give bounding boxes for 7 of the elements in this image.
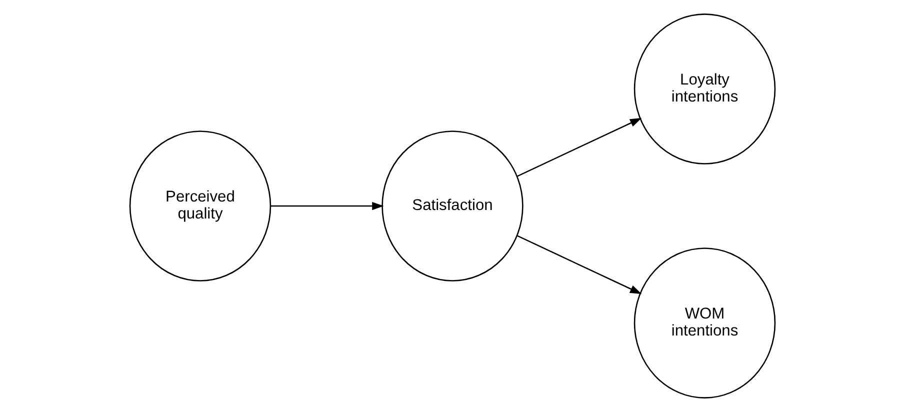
node-circle: Perceived quality [128,130,271,281]
node-circle: Loyalty intentions [633,13,776,164]
arrow [516,234,642,294]
arrow [516,117,642,176]
node-circle: WOM intentions [633,247,776,398]
arrow [270,201,384,210]
node-circle: Satisfaction [381,130,523,281]
